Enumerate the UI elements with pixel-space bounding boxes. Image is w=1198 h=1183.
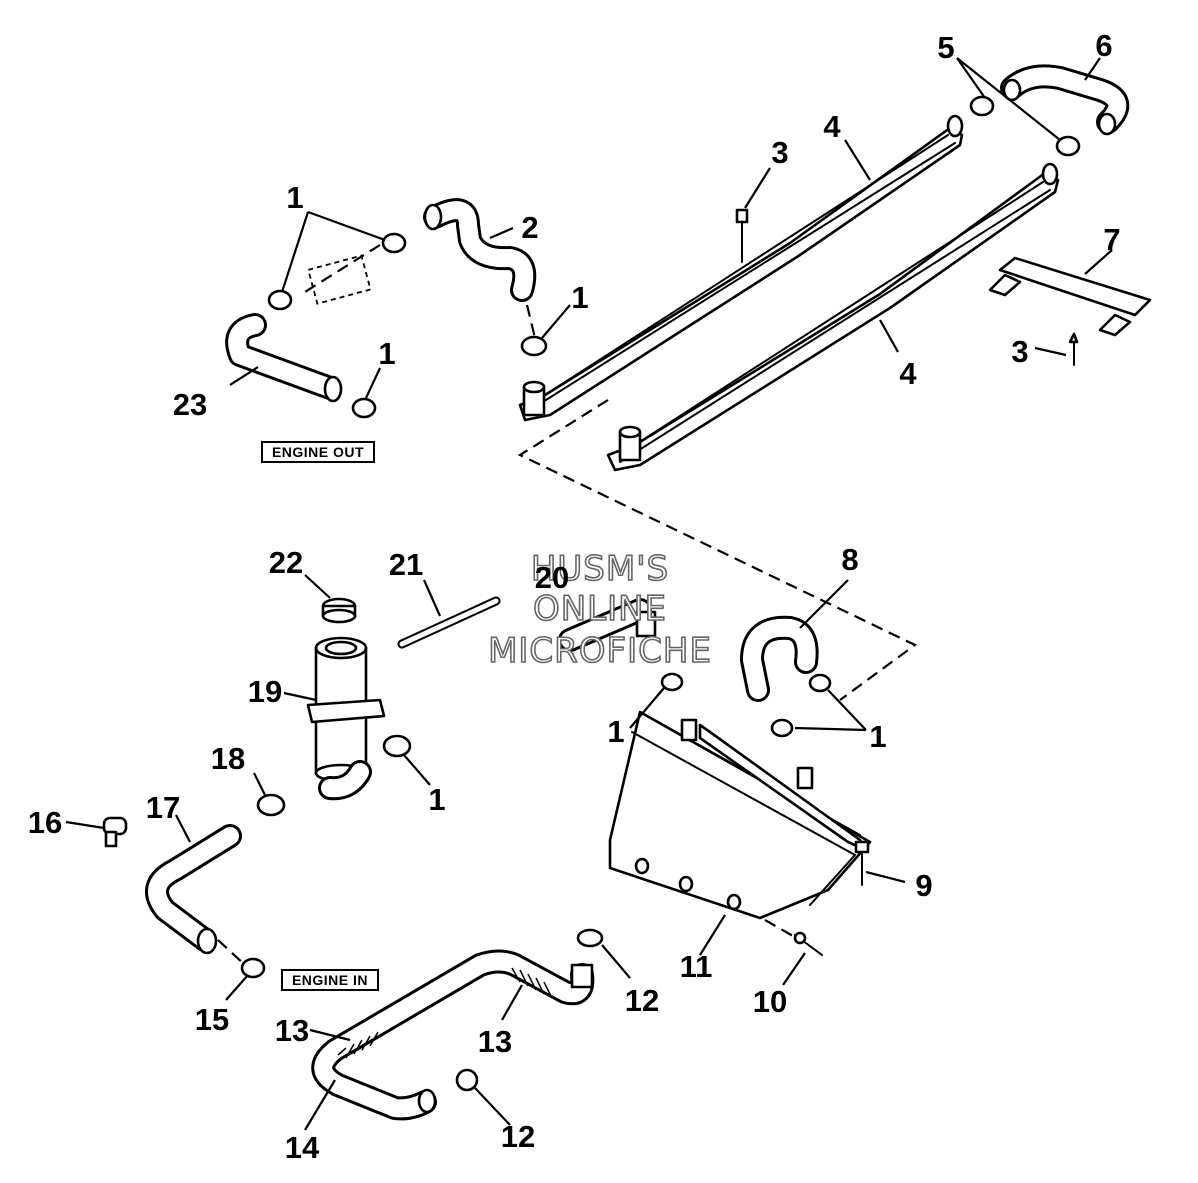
hose-6 xyxy=(1000,64,1130,136)
clamp-1c xyxy=(520,335,548,357)
clamp-5a xyxy=(969,95,995,117)
fitting-10 xyxy=(793,931,823,956)
clamp-1f xyxy=(660,672,684,692)
bolt-3b xyxy=(1068,332,1079,366)
callout-4: 4 xyxy=(823,109,841,144)
clamp-12b xyxy=(455,1068,479,1092)
dashed-fitting xyxy=(307,254,372,305)
clamp-1a xyxy=(381,232,407,254)
callout-2: 2 xyxy=(521,210,538,245)
callout-9: 9 xyxy=(915,868,932,903)
hose-8 xyxy=(740,615,819,702)
bolt-3a xyxy=(735,208,749,263)
callout-22: 22 xyxy=(269,545,303,580)
bolt-9 xyxy=(854,840,870,886)
spring-13a xyxy=(337,1031,379,1059)
hose-23 xyxy=(225,313,343,403)
leader-lines xyxy=(65,57,1113,1131)
engine-in-label: ENGINE IN xyxy=(292,972,368,988)
callout-13: 13 xyxy=(478,1024,512,1059)
hose-14 xyxy=(311,949,595,1121)
callout-3: 3 xyxy=(1011,334,1028,369)
watermark-line-3: MICROFICHE xyxy=(488,631,712,671)
callout-15: 15 xyxy=(195,1002,229,1037)
callout-8: 8 xyxy=(841,542,858,577)
callout-12: 12 xyxy=(625,983,659,1018)
clamp-1g xyxy=(770,718,794,738)
watermark-line-1: HUSM'S xyxy=(531,549,669,589)
callout-5: 5 xyxy=(937,30,954,65)
callout-10: 10 xyxy=(753,984,787,1019)
tube-21 xyxy=(397,596,501,649)
clamp-12a xyxy=(576,928,604,948)
dashed-link-17 xyxy=(217,939,246,966)
callout-7: 7 xyxy=(1103,222,1120,257)
dashed-link-10 xyxy=(764,919,801,941)
clamp-1d xyxy=(351,397,377,419)
engine-out-tag: ENGINE OUT xyxy=(261,441,375,463)
clamp-15 xyxy=(240,957,266,979)
dashed-link-2 xyxy=(525,304,537,339)
watermark-line-2: ONLINE xyxy=(533,589,667,629)
callout-numbers: 1 2 1 1 23 3 4 5 6 7 3 4 22 21 20 19 18 … xyxy=(28,28,1121,1165)
callout-20: 20 xyxy=(535,560,569,595)
callout-3: 3 xyxy=(771,135,788,170)
clamp-1h xyxy=(808,673,832,693)
callout-18: 18 xyxy=(211,741,245,776)
callout-23: 23 xyxy=(173,387,207,422)
callout-6: 6 xyxy=(1095,28,1112,63)
spring-13b xyxy=(511,967,553,999)
callout-17: 17 xyxy=(146,790,180,825)
callout-1: 1 xyxy=(571,280,588,315)
callout-11: 11 xyxy=(680,949,713,984)
bracket-7 xyxy=(988,256,1152,337)
callout-4: 4 xyxy=(899,356,917,391)
callout-1: 1 xyxy=(378,336,395,371)
callout-1: 1 xyxy=(428,782,445,817)
callout-19: 19 xyxy=(248,674,282,709)
hose-2 xyxy=(423,198,537,302)
clip-16 xyxy=(102,816,128,848)
callout-1: 1 xyxy=(869,719,886,754)
callout-1: 1 xyxy=(607,714,624,749)
callout-1: 1 xyxy=(286,180,303,215)
reservoir-19 xyxy=(306,636,386,801)
dashed-link-23 xyxy=(299,244,381,296)
heat-exchanger-upper xyxy=(518,114,964,422)
engine-in-tag: ENGINE IN xyxy=(281,969,379,991)
clamp-1b xyxy=(267,289,293,311)
callout-14: 14 xyxy=(285,1130,320,1165)
callout-13: 13 xyxy=(275,1013,309,1048)
callout-21: 21 xyxy=(389,547,423,582)
clamp-5b xyxy=(1055,135,1081,157)
callout-12: 12 xyxy=(501,1119,535,1154)
hose-17 xyxy=(145,824,242,955)
clamp-1e xyxy=(382,734,412,758)
fitting-20 xyxy=(558,598,657,652)
cooler-11 xyxy=(608,710,872,920)
cap-22 xyxy=(321,597,357,624)
callout-16: 16 xyxy=(28,805,62,840)
clamp-18 xyxy=(256,793,286,817)
heat-exchanger-lower xyxy=(606,162,1060,472)
engine-out-label: ENGINE OUT xyxy=(272,444,364,460)
watermark: HUSM'S ONLINE MICROFICHE xyxy=(487,548,712,672)
